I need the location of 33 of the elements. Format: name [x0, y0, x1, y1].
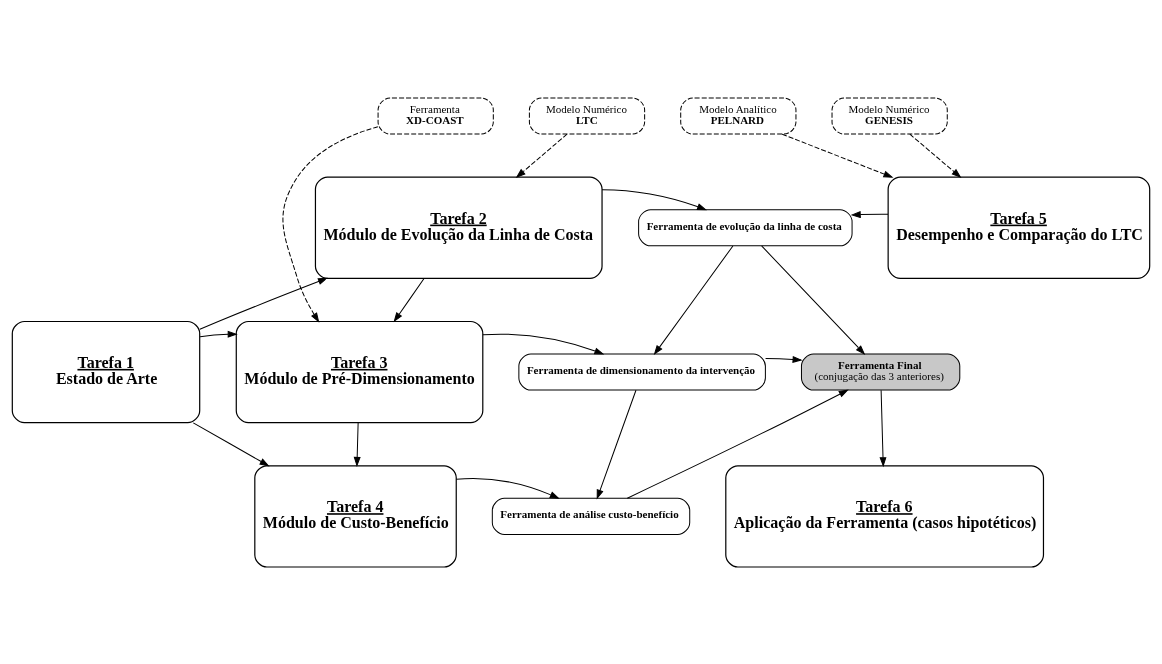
arrow	[761, 244, 865, 354]
arrow	[199, 277, 328, 330]
node-box: Tarefa 4 Módulo de Custo-Benefício	[254, 464, 457, 568]
arrow	[455, 477, 559, 499]
arrow	[781, 133, 893, 178]
arrow	[199, 330, 237, 337]
node-box: Tarefa 1 Estado de Arte	[11, 320, 201, 423]
arrow	[192, 421, 269, 466]
node-box: Tarefa 3 Módulo de Pré-Dimensionamento	[235, 320, 484, 423]
node-box: Ferramenta de dimensionamento da intervenção	[518, 353, 766, 391]
node-box: Ferramenta de análise custo-benefício	[491, 497, 691, 535]
arrow	[909, 133, 961, 178]
arrow	[879, 389, 887, 466]
node-box: Ferramenta Final (conjugação das 3 anteriores)	[800, 353, 961, 391]
arrow	[851, 210, 889, 218]
node-box: Ferramenta de evolução da linha de costa	[638, 208, 853, 246]
node-box: Modelo Analítico PELNARD	[680, 97, 797, 135]
node-box: Tarefa 2 Módulo de Evolução da Linha de Costa	[314, 176, 603, 279]
arrow	[654, 244, 734, 354]
arrow	[596, 389, 637, 499]
arrow	[393, 277, 425, 322]
arrow	[482, 333, 604, 354]
arrow	[765, 355, 802, 363]
node-box: Modelo Numérico GENESIS	[831, 97, 948, 135]
arrow	[353, 421, 361, 466]
arrow	[626, 389, 848, 499]
arrow	[282, 125, 379, 322]
node-box: Tarefa 5 Desempenho e Comparação do LTC	[887, 176, 1151, 279]
node-box: Tarefa 6 Aplicação da Ferramenta (casos hipotéticos)	[725, 464, 1045, 568]
arrow	[601, 188, 707, 210]
arrow	[516, 133, 568, 178]
node-box: Ferramenta XD-COAST	[377, 97, 494, 135]
node-box: Modelo Numérico LTC	[528, 97, 646, 135]
